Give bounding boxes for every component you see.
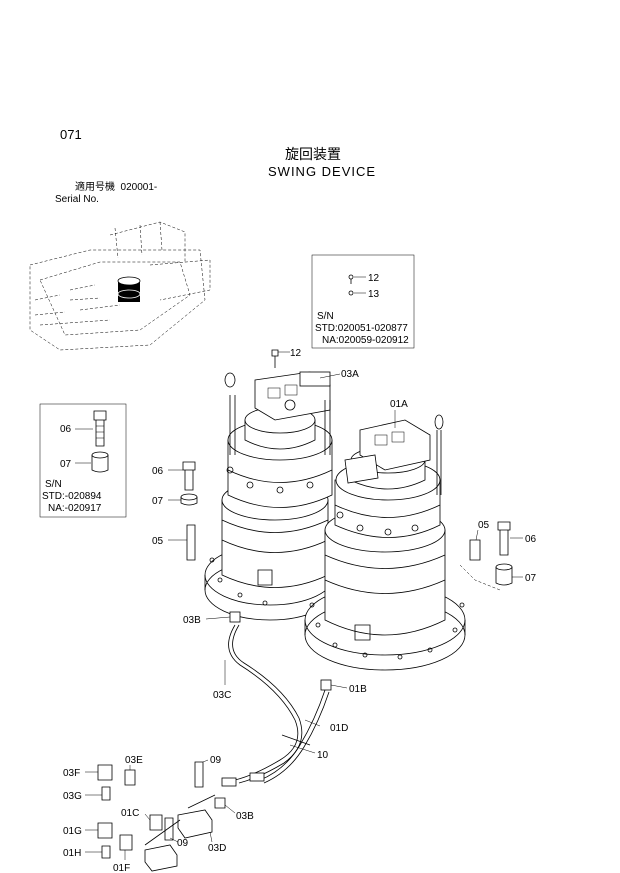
callout-05-left: 05 — [152, 536, 164, 547]
swing-device-highlight — [118, 280, 140, 302]
callout-07-left: 07 — [152, 496, 164, 507]
callout-05-right: 05 — [478, 520, 490, 531]
callout-01A: 01A — [390, 399, 408, 410]
callout-10: 10 — [317, 750, 329, 761]
callout-01B: 01B — [349, 684, 367, 695]
callout-06-inset: 06 — [60, 424, 72, 435]
page-title-japanese: 旋回装置 — [285, 146, 341, 162]
callout-03B-top: 03B — [183, 615, 201, 626]
callout-01F: 01F — [113, 863, 130, 873]
leader-lines — [85, 351, 523, 860]
inset-sn-label: S/N — [317, 311, 334, 322]
callout-07-right: 07 — [525, 573, 537, 584]
callout-03E: 03E — [125, 755, 143, 766]
callout-09-bottom: 09 — [177, 838, 189, 849]
serial-label-japanese: 適用号機 020001- — [75, 182, 158, 193]
hardware-parts — [180, 349, 513, 591]
machine-overview-illustration — [29, 221, 211, 351]
inset-std-range: STD:-020894 — [42, 491, 102, 502]
swing-motor-rear — [204, 371, 336, 621]
fittings-bottom — [97, 761, 226, 872]
callout-06-right: 06 — [525, 534, 537, 545]
inset-na-range: NA:020059-020912 — [322, 335, 409, 346]
page-number: 071 — [60, 127, 82, 142]
callout-01C: 01C — [121, 808, 139, 819]
page-title: SWING DEVICE — [268, 164, 377, 179]
callout-03F: 03F — [63, 768, 80, 779]
callout-13-inset: 13 — [368, 289, 380, 300]
callout-03G: 03G — [63, 791, 82, 802]
swing-motor-front — [304, 414, 466, 671]
callout-03D: 03D — [208, 843, 226, 854]
callout-03A: 03A — [341, 369, 359, 380]
inset-box-left: 06 07 S/N STD:-020894 NA:-020917 — [39, 403, 127, 518]
callout-01G: 01G — [63, 826, 82, 837]
callout-01D: 01D — [330, 723, 348, 734]
callout-03C: 03C — [213, 690, 231, 701]
callout-12: 12 — [290, 348, 302, 359]
callout-01H: 01H — [63, 848, 81, 859]
hoses — [221, 611, 332, 787]
callout-03B-bottom: 03B — [236, 811, 254, 822]
callout-06-left: 06 — [152, 466, 164, 477]
callout-07-inset: 07 — [60, 459, 72, 470]
inset-sn-label: S/N — [45, 479, 62, 490]
inset-na-range: NA:-020917 — [48, 503, 102, 514]
callout-labels: 12 03A 01A 06 07 05 05 06 07 03B 03C 01B… — [63, 348, 537, 873]
inset-std-range: STD:020051-020877 — [315, 323, 408, 334]
callout-12-inset: 12 — [368, 273, 380, 284]
serial-label: Serial No. — [55, 194, 99, 205]
callout-09-top: 09 — [210, 755, 222, 766]
inset-box-right: 12 13 S/N STD:020051-020877 NA:020059-02… — [311, 254, 415, 349]
